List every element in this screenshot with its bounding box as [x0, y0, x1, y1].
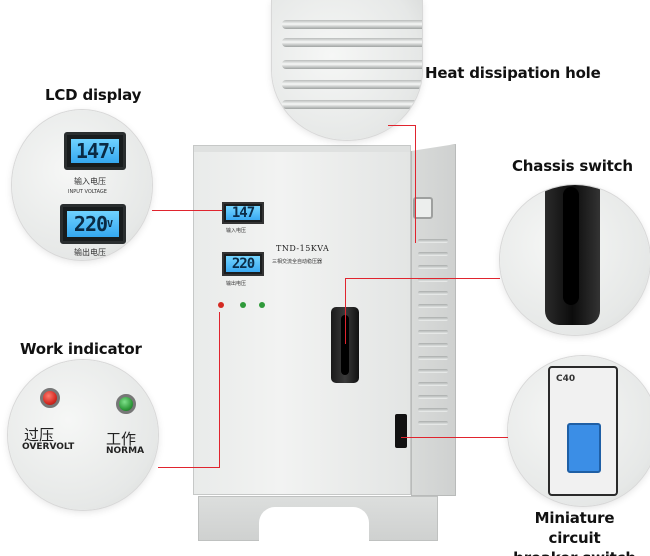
- side-latch: [413, 197, 433, 219]
- cabinet-base: [198, 496, 438, 543]
- mcb-access-slot: [395, 414, 407, 448]
- output-voltage-meter: 220: [222, 252, 264, 276]
- output-lcd-unit: V: [107, 218, 113, 230]
- work-indicator-closeup: 过压 OVERVOLT 工作 NORMA: [8, 360, 158, 510]
- breaker-toggle[interactable]: [567, 423, 601, 473]
- output-lcd-caption-cn: 输出电压: [74, 248, 106, 257]
- normal-label-cn: 工作: [106, 430, 137, 448]
- cabinet-top: [193, 145, 411, 152]
- input-lcd-value: 147: [75, 139, 110, 163]
- stabilizer-cabinet: [193, 145, 411, 495]
- output-lcd-value: 220: [73, 212, 108, 236]
- overvolt-lamp: [218, 302, 224, 308]
- circuit-breaker: C40: [548, 366, 618, 496]
- heat-leader-v: [415, 125, 416, 243]
- mcb-closeup: C40: [508, 356, 650, 506]
- handle-plate: [545, 185, 600, 325]
- breaker-rating: C40: [556, 374, 576, 384]
- input-voltage-reading: 147: [226, 205, 260, 221]
- base-cutout: [259, 507, 369, 543]
- heat-dissipation-label: Heat dissipation hole: [425, 64, 601, 82]
- mcb-label-line2: breaker switch: [512, 548, 637, 556]
- normal-lamp-closeup: [116, 394, 136, 414]
- input-lcd-caption-en: INPUT VOLTAGE: [68, 189, 107, 195]
- lcd-display-label: LCD display: [45, 86, 142, 104]
- input-lcd-caption-cn: 输入电压: [74, 177, 106, 186]
- input-voltage-meter: 147: [222, 202, 264, 224]
- mcb-label-line1: Miniature circuit: [534, 509, 615, 547]
- chassis-switch-closeup: [500, 185, 650, 335]
- mcb-label: Miniature circuit breaker switch: [512, 508, 637, 556]
- vent-grille: [418, 239, 448, 434]
- output-voltage-reading: 220: [226, 256, 260, 272]
- handle-slot: [563, 187, 579, 305]
- heat-dissipation-closeup: [272, 0, 422, 140]
- overvolt-label-cn: 过压: [24, 426, 55, 444]
- status-lamp: [259, 302, 265, 308]
- heat-leader-h: [388, 125, 416, 126]
- output-voltage-caption: 输出电压: [226, 281, 247, 287]
- normal-lamp: [240, 302, 246, 308]
- lcd-leader-line: [152, 210, 222, 211]
- chassis-leader-h: [345, 278, 500, 279]
- mcb-leader-line: [401, 437, 508, 438]
- chassis-leader-v: [345, 278, 346, 344]
- work-indicator-label: Work indicator: [20, 340, 142, 358]
- model-number: TND-15KVA: [276, 244, 330, 253]
- model-subtitle: 三相交流全自动稳压器: [272, 259, 323, 265]
- input-voltage-caption: 输入电压: [226, 228, 247, 234]
- input-lcd-unit: V: [109, 145, 115, 157]
- normal-label-en: NORMA: [106, 446, 145, 456]
- overvolt-label-en: OVERVOLT: [22, 442, 75, 452]
- work-leader-v: [219, 312, 220, 467]
- work-leader-h: [158, 467, 220, 468]
- chassis-switch-label: Chassis switch: [512, 157, 633, 175]
- overvolt-lamp-closeup: [40, 388, 60, 408]
